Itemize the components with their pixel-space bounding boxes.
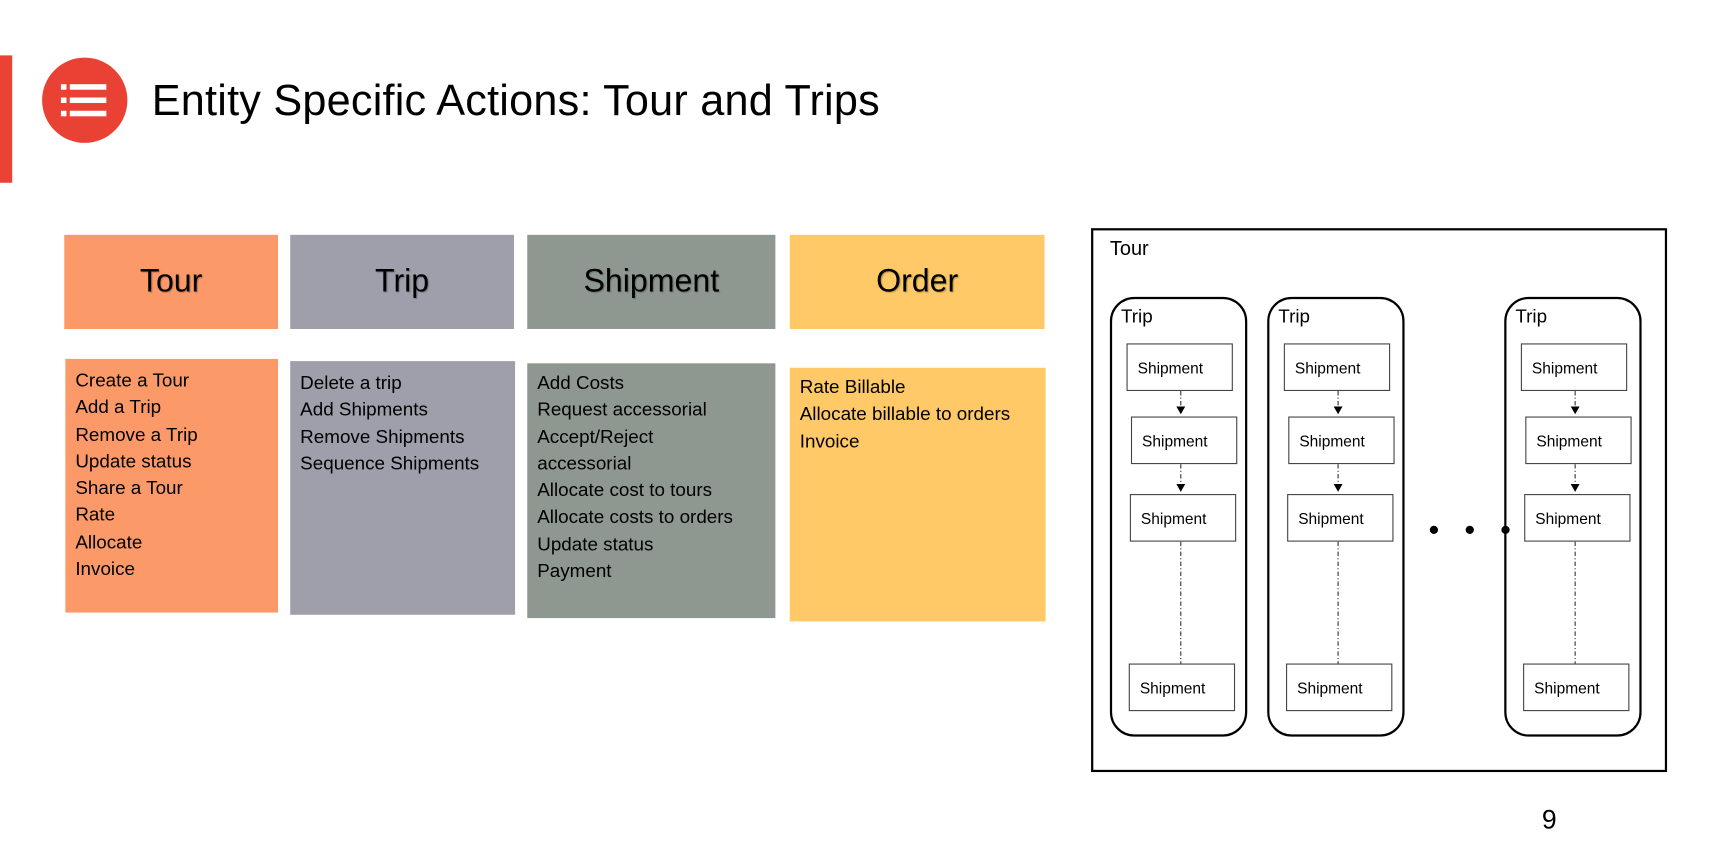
tour-label: Tour [1109,237,1149,260]
action-item: Rate [75,504,116,526]
accent-bar [0,55,13,183]
header-order: Order [789,234,1045,329]
shipment-box: Shipment [1128,663,1236,712]
arrowhead-icon [1333,484,1343,492]
action-item: Update status [537,533,654,555]
shipment-box: Shipment [1523,663,1630,712]
shipment-box: Shipment [1126,343,1233,392]
action-item: Remove Shipments [300,426,465,448]
ellipsis: • • • [1428,512,1520,547]
page-number: 9 [1541,805,1557,836]
action-item: Invoice [799,430,860,452]
arrowhead-icon [1570,484,1580,492]
trip-label: Trip [1278,305,1311,327]
action-item: Accept/Reject [537,426,654,448]
shipment-box: Shipment [1288,416,1395,465]
trip-label: Trip [1120,305,1153,327]
shipment-box: Shipment [1525,416,1632,465]
header-trip: Trip [290,234,514,329]
shipment-box: Shipment [1520,343,1628,392]
shipment-box: Shipment [1129,494,1237,542]
action-item: accessorial [537,452,632,474]
arrowhead-icon [1176,484,1186,492]
action-item: Allocate costs to orders [537,506,733,528]
action-item: Add Shipments [300,399,428,421]
action-item: Share a Tour [75,477,183,499]
action-item: Invoice [75,558,135,580]
list-icon [42,57,128,143]
action-item: Request accessorial [537,399,707,421]
action-item: Create a Tour [75,369,190,392]
action-item: Add Costs [537,372,625,394]
page-title: Entity Specific Actions: Tour and Trips [151,77,880,126]
action-item: Remove a Trip [75,423,198,445]
shipment-box: Shipment [1283,343,1391,392]
action-item: Delete a trip [300,372,402,394]
shipment-box: Shipment [1286,663,1393,712]
arrowhead-icon [1176,406,1186,415]
header-tour: Tour [64,234,279,329]
action-item: Allocate billable to orders [799,403,1011,425]
shipment-box: Shipment [1287,494,1394,542]
action-item: Rate Billable [799,376,906,398]
action-item: Sequence Shipments [300,452,480,474]
action-item: Add a Trip [75,396,162,418]
action-item: Payment [537,560,612,582]
arrowhead-icon [1570,406,1580,415]
arrowhead-icon [1333,406,1343,415]
header-shipment: Shipment [527,234,776,329]
action-item: Allocate cost to tours [537,479,713,501]
action-item: Allocate [75,531,143,553]
action-item: Update status [75,450,192,472]
trip-label: Trip [1515,305,1548,327]
shipment-box: Shipment [1130,416,1238,465]
shipment-box: Shipment [1524,494,1631,542]
